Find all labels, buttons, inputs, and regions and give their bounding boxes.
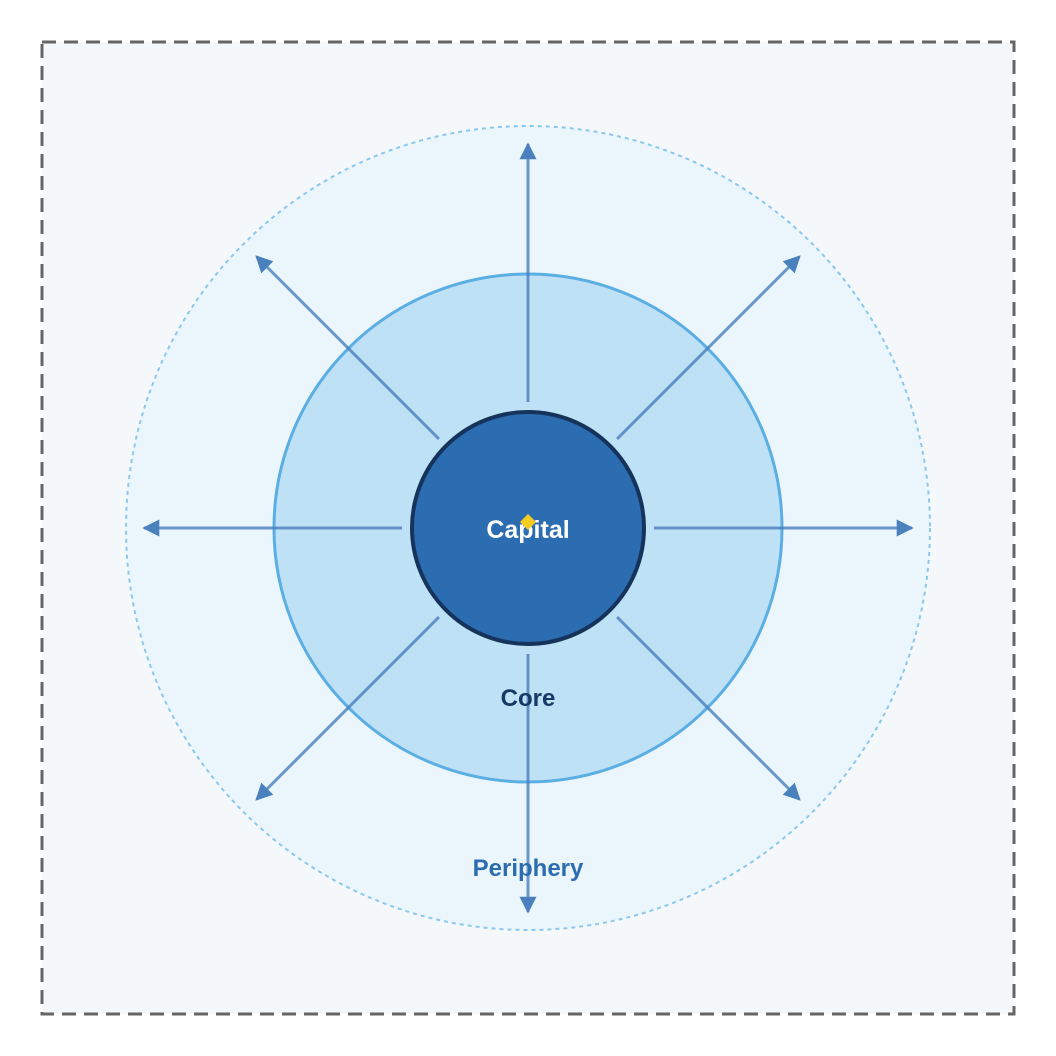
diamond-marker-icon <box>520 514 536 530</box>
periphery-label: Periphery <box>473 855 584 882</box>
radial-arrow <box>616 255 801 440</box>
radial-arrow <box>255 616 440 801</box>
core-label: Core <box>501 685 556 712</box>
radial-arrows <box>142 142 914 914</box>
radial-arrow <box>255 255 440 440</box>
radial-arrow <box>616 616 801 801</box>
